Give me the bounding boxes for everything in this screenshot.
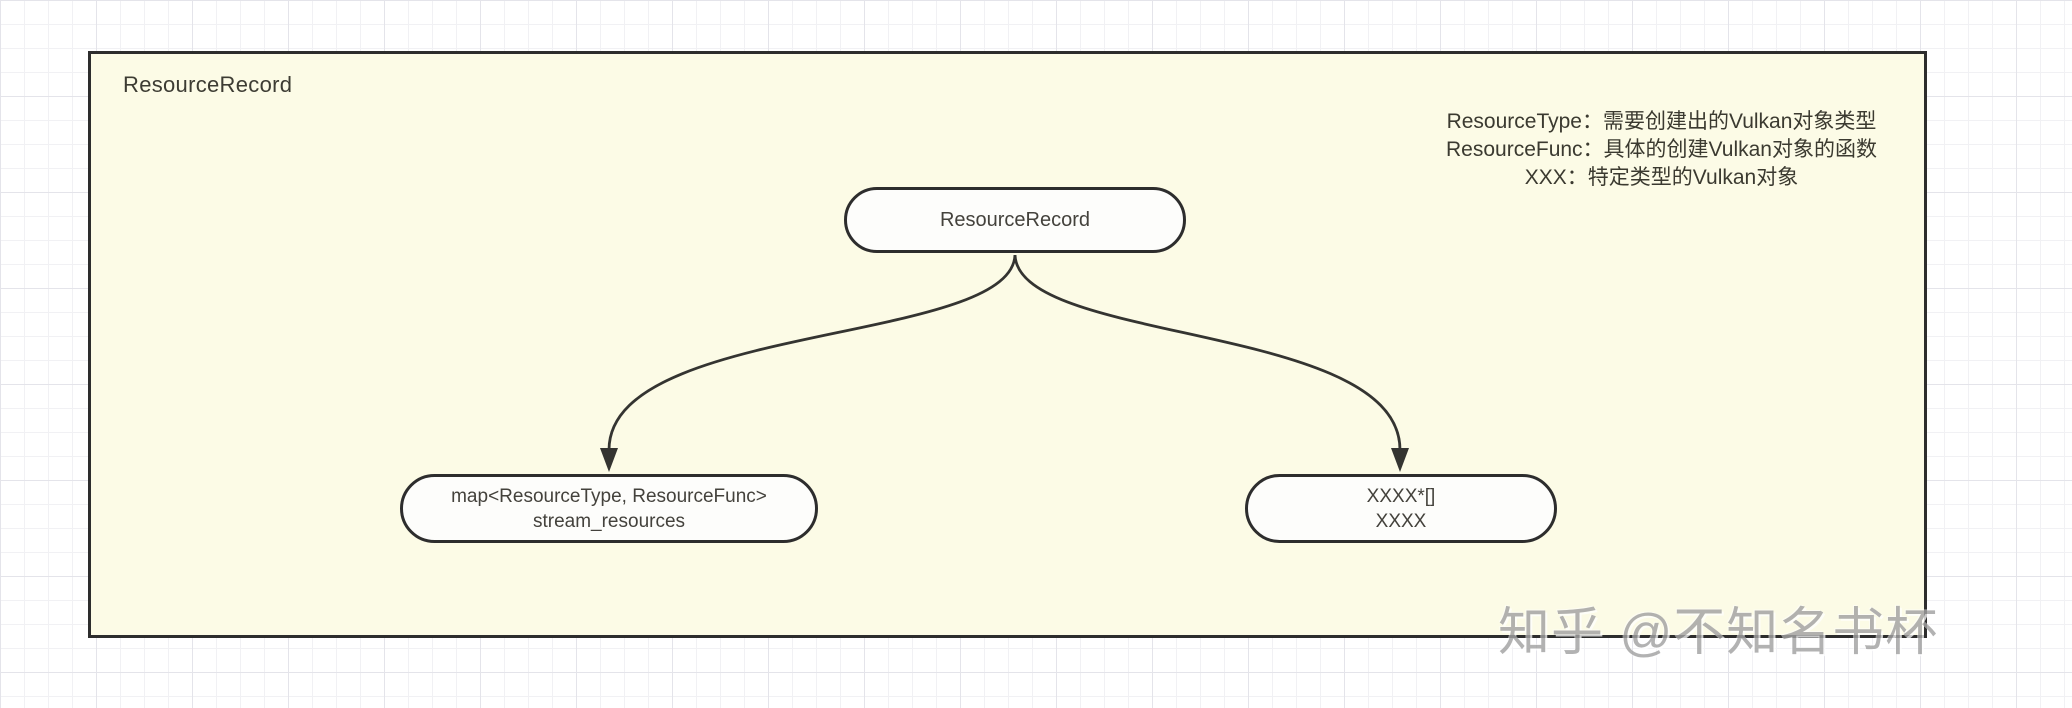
connector-root-to-left xyxy=(607,254,1017,451)
arrowhead-right-icon xyxy=(1391,448,1409,472)
arrowhead-left-icon xyxy=(600,448,618,472)
legend-annotation: ResourceType：需要创建出的Vulkan对象类型 ResourceFu… xyxy=(1446,108,1877,192)
panel-title: ResourceRecord xyxy=(123,72,293,97)
node-xxxx-line1: XXXX*[] xyxy=(1366,485,1436,507)
node-resource-record-label: ResourceRecord xyxy=(939,208,1091,231)
node-map-line1: map<ResourceType, ResourceFunc> xyxy=(451,485,767,507)
connector-root-to-right xyxy=(1013,254,1402,451)
node-resource-record: ResourceRecord xyxy=(844,187,1186,253)
legend-line-resource-type: ResourceType：需要创建出的Vulkan对象类型 xyxy=(1446,110,1877,133)
legend-line-resource-func: ResourceFunc：具体的创建Vulkan对象的函数 xyxy=(1446,138,1877,161)
node-xxxx-array: XXXX*[] XXXX xyxy=(1245,474,1557,543)
node-xxxx-line2: XXXX xyxy=(1375,510,1427,532)
zhihu-watermark: 知乎 @不知名书杯 xyxy=(1498,604,1939,662)
resource-record-container: ResourceRecord ResourceType：需要创建出的Vulkan… xyxy=(88,51,1927,638)
node-map-line2: stream_resources xyxy=(532,510,686,532)
node-map-stream-resources: map<ResourceType, ResourceFunc> stream_r… xyxy=(400,474,818,543)
legend-line-xxx: XXX：特定类型的Vulkan对象 xyxy=(1524,166,1799,189)
